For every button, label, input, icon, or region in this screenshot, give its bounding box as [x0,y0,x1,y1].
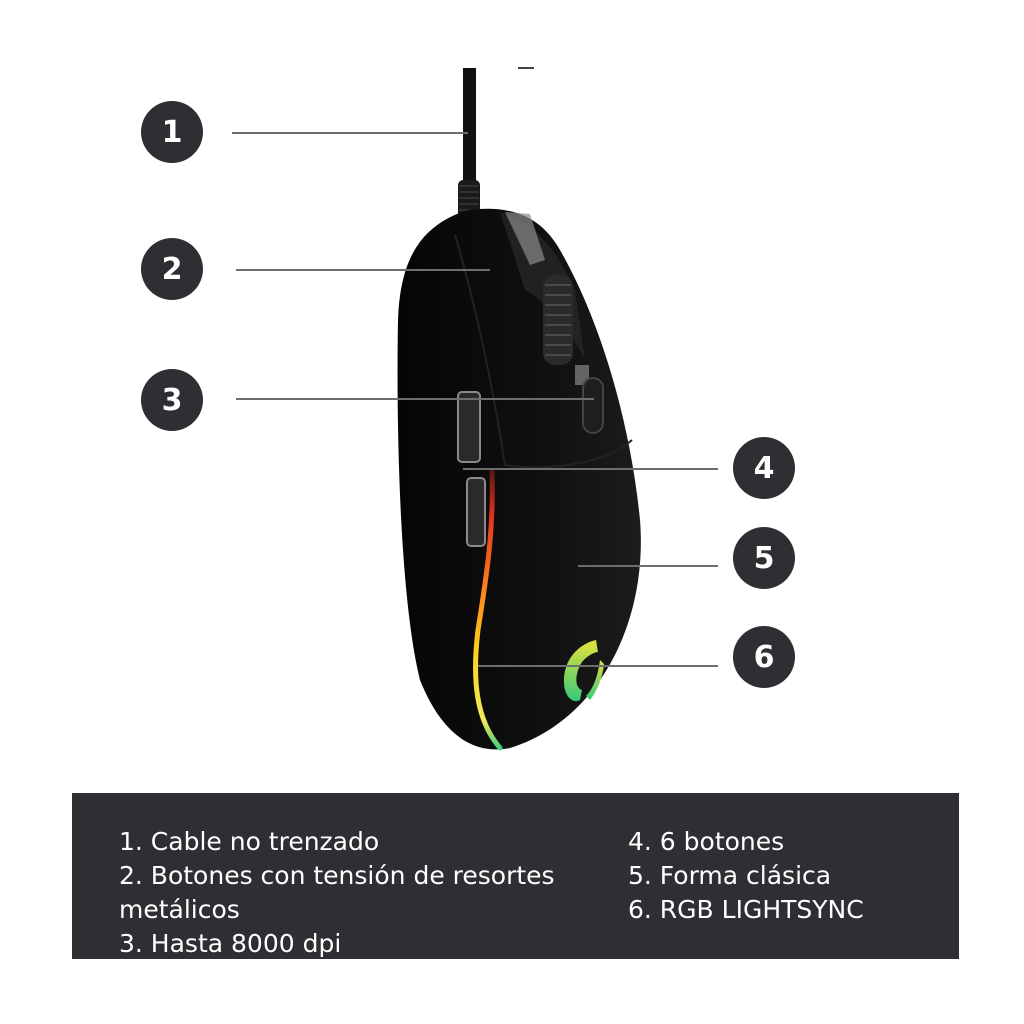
spec-item-3: 3. Hasta 8000 dpi [119,929,342,958]
leader-line-2 [236,269,490,271]
callout-badge-3: 3 [141,369,203,431]
callout-number: 4 [753,450,775,486]
callout-badge-4: 4 [733,437,795,499]
spec-item-2: 2. Botones con tensión de resortes metál… [119,861,555,924]
callout-badge-1: 1 [141,101,203,163]
mouse-body [397,208,641,750]
spec-item-4: 4. 6 botones [628,827,785,856]
cable-icon [458,67,534,220]
callout-number: 1 [161,114,183,150]
callout-number: 5 [753,540,775,576]
spec-column-right: 4. 6 botones 5. Forma clásica 6. RGB LIG… [628,825,948,927]
callout-number: 2 [161,251,183,287]
callout-badge-2: 2 [141,238,203,300]
leader-line-6 [478,665,718,667]
g-logo-icon [564,640,604,702]
spec-column-left: 1. Cable no trenzado 2. Botones con tens… [119,825,599,961]
leader-line-3 [236,398,594,400]
spec-item-1: 1. Cable no trenzado [119,827,380,856]
callout-number: 6 [753,639,775,675]
callout-badge-6: 6 [733,626,795,688]
mouse-illustration [397,67,641,751]
callout-badge-5: 5 [733,527,795,589]
leader-line-5 [578,565,718,567]
leader-line-1 [232,132,468,134]
rgb-lightsync-strip [473,469,503,751]
leader-line-4 [463,468,718,470]
spec-list-panel: 1. Cable no trenzado 2. Botones con tens… [72,793,959,959]
spec-item-5: 5. Forma clásica [628,861,832,890]
callout-number: 3 [161,382,183,418]
spec-item-6: 6. RGB LIGHTSYNC [628,895,864,924]
